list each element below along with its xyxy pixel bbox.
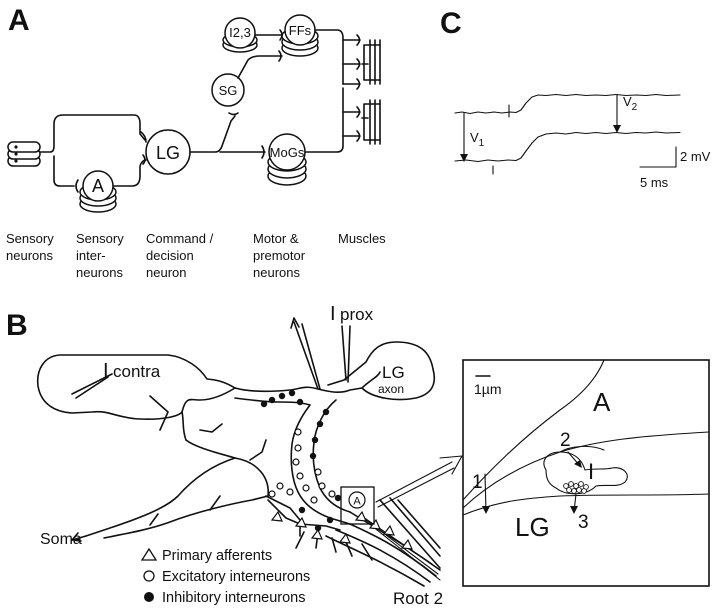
inhibitory-synapses — [260, 389, 342, 532]
muscle-group-2 — [361, 99, 381, 145]
inset-a-label: A — [593, 387, 611, 417]
soma-label: Soma — [40, 531, 82, 548]
interneuron-i23-stack: I2,3 — [222, 17, 258, 53]
time-scale-label: 5 ms — [640, 175, 669, 190]
ffs-stack: FFs — [281, 14, 319, 57]
lg-neuron-anatomy — [36, 317, 441, 587]
legend-excitatory-interneurons: Excitatory interneurons — [162, 569, 310, 585]
circuit-diagram: A LG SG I2,3 FFs — [7, 14, 381, 213]
scale-bar — [639, 146, 677, 168]
legend-filled-circle-symbol — [144, 592, 154, 602]
synapse-inset: 1µm A LG I 1 2 3 — [462, 359, 710, 587]
mogs-stack: MoGs — [267, 133, 307, 186]
i-prox-label: prox — [340, 305, 374, 324]
inset-scale-label: 1µm — [474, 381, 502, 397]
panel-b-letter: B — [6, 309, 28, 342]
panel-a-letter: A — [8, 4, 30, 37]
v1-label: V1 — [470, 130, 485, 149]
node-ffs-label: FFs — [289, 23, 312, 38]
root-2-label: Root 2 — [393, 589, 443, 608]
inset-i-label: I — [588, 459, 594, 484]
sg-neuron — [211, 73, 245, 107]
muscle-group-1 — [361, 39, 381, 85]
legend-open-circle-symbol — [143, 570, 155, 582]
node-a-label: A — [92, 176, 104, 196]
lg-axon-sublabel: axon — [378, 382, 404, 396]
legend-triangle-symbol — [140, 547, 158, 561]
inset-marker-3: 3 — [578, 512, 589, 533]
inset-frame — [462, 359, 710, 587]
afferent-synapses — [270, 510, 413, 550]
vesicle-cluster — [563, 481, 589, 494]
region-box — [340, 486, 375, 525]
panel-c-letter: C — [440, 7, 462, 40]
lg-axon-label: LG — [382, 363, 405, 382]
node-sg-label: SG — [219, 83, 238, 98]
excitatory-synapses — [268, 428, 336, 504]
v2-label: V2 — [623, 94, 638, 113]
inset-marker-2: 2 — [560, 430, 571, 451]
interneuron-a-stack: A — [79, 170, 117, 213]
upper-trace — [454, 93, 681, 115]
legend-inhibitory-interneurons: Inhibitory interneurons — [162, 590, 305, 606]
amp-scale-label: 2 mV — [680, 149, 711, 164]
recording-traces: V1 V2 2 mV 5 ms — [454, 93, 711, 190]
boxed-a-label: A — [353, 496, 361, 508]
inset-marker-1: 1 — [472, 472, 483, 493]
i-prox-symbol: I — [330, 303, 336, 325]
node-i23-label: I2,3 — [229, 25, 251, 40]
node-lg-label: LG — [156, 143, 180, 163]
inset-lg-label: LG — [515, 512, 550, 542]
legend-primary-afferents: Primary afferents — [162, 548, 272, 564]
sensory-neuron-stack — [7, 141, 41, 167]
boxed-a-circle — [348, 491, 366, 509]
i-contra-symbol: I — [103, 360, 109, 382]
i-contra-label: contra — [113, 362, 161, 381]
lower-trace — [454, 131, 681, 163]
synapse-legend: Primary afferents Excitatory interneuron… — [140, 547, 310, 606]
node-mogs-label: MoGs — [270, 145, 305, 160]
label-muscles: Muscles — [338, 231, 386, 246]
